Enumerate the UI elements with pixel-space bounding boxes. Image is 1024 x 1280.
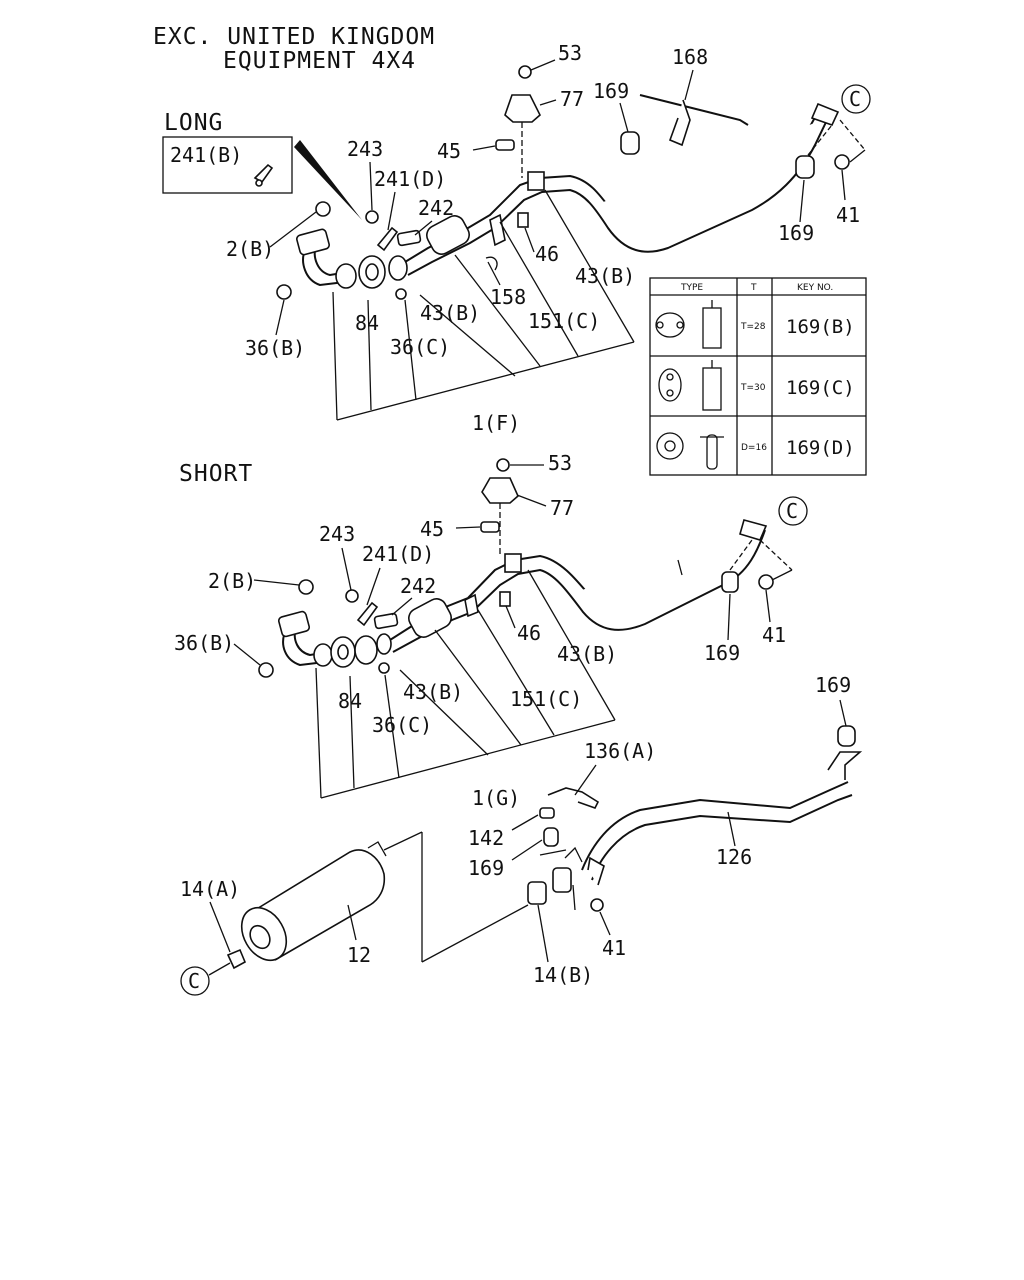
label-243-long: 243	[347, 137, 383, 161]
label-77-short: 77	[550, 496, 574, 520]
label-169-long-b: 169	[778, 221, 814, 245]
label-169-rear-a: 169	[815, 673, 851, 697]
rubber-type-c-icon	[658, 360, 722, 411]
short-main-pipe	[389, 519, 774, 653]
label-1f-long: 1(F)	[472, 411, 520, 435]
label-126-rear: 126	[716, 845, 752, 869]
label-77-long: 77	[560, 87, 584, 111]
label-84-short: 84	[338, 689, 362, 713]
table-row2-key: 169(C)	[786, 377, 855, 399]
inset-pointer-wedge	[294, 140, 362, 220]
label-243-short: 243	[319, 522, 355, 546]
label-2b-short: 2(B)	[208, 569, 256, 593]
inset-box-241b: 241(B)	[162, 136, 293, 194]
connector-c-short: C	[778, 496, 808, 526]
label-242-long: 242	[418, 196, 454, 220]
connector-c-long-letter: C	[849, 87, 861, 111]
header-line-1: EXC. UNITED KINGDOM	[153, 24, 435, 50]
label-43b-long-b: 43(B)	[575, 264, 635, 288]
label-36b-short: 36(B)	[174, 631, 234, 655]
label-41-rear: 41	[602, 936, 626, 960]
muffler-12	[226, 841, 387, 970]
label-41-short: 41	[762, 623, 786, 647]
label-46-short: 46	[517, 621, 541, 645]
label-1g-short: 1(G)	[472, 786, 520, 810]
table-header-type: TYPE	[680, 283, 703, 293]
section-short-title: SHORT	[179, 461, 253, 487]
inset-label: 241(B)	[170, 143, 242, 167]
label-12-rear: 12	[347, 943, 371, 967]
table-header-t: T	[750, 283, 757, 293]
table-row2-t: T=30	[740, 383, 766, 393]
label-2b-long: 2(B)	[226, 237, 274, 261]
label-142-rear: 142	[468, 826, 504, 850]
label-14a-rear: 14(A)	[180, 877, 240, 901]
label-43b-short-b: 43(B)	[557, 642, 617, 666]
table-row1-key: 169(B)	[786, 316, 855, 338]
label-242-short: 242	[400, 574, 436, 598]
section-long-title: LONG	[164, 110, 223, 136]
connector-c-rear: C	[180, 962, 231, 996]
connector-c-short-letter: C	[786, 499, 798, 523]
label-43b-short-a: 43(B)	[403, 680, 463, 704]
label-169-short: 169	[704, 641, 740, 665]
table-header-key: KEY NO.	[797, 283, 833, 293]
rubber-type-b-icon	[655, 300, 722, 349]
label-158-long: 158	[490, 285, 526, 309]
rear-tail-pipe	[527, 725, 863, 912]
label-151c-long: 151(C)	[528, 309, 600, 333]
label-53-short: 53	[548, 451, 572, 475]
label-36c-long: 36(C)	[390, 335, 450, 359]
rubber-type-d-icon	[656, 432, 724, 470]
label-46-long: 46	[535, 242, 559, 266]
header-line-2: EQUIPMENT 4X4	[223, 48, 416, 74]
long-main-pipe	[404, 102, 840, 276]
label-36b-long: 36(B)	[245, 336, 305, 360]
long-bracket-168	[620, 94, 850, 179]
label-14b-rear: 14(B)	[533, 963, 593, 987]
table-row3-key: 169(D)	[786, 437, 855, 459]
label-45-long: 45	[437, 139, 461, 163]
short-leader-lines	[315, 539, 793, 799]
connector-c-rear-letter: C	[188, 969, 200, 993]
label-151c-short: 151(C)	[510, 687, 582, 711]
short-hanger-bracket	[480, 458, 519, 607]
label-169-long-a: 169	[593, 79, 629, 103]
label-241d-long: 241(D)	[374, 167, 446, 191]
label-43b-long-a: 43(B)	[420, 301, 480, 325]
label-169-rear-b: 169	[468, 856, 504, 880]
label-84-long: 84	[355, 311, 379, 335]
long-leader-lines	[332, 119, 866, 421]
rubber-type-table: TYPE T KEY NO. T=28 T=30 D=16 169(B) 169…	[649, 277, 867, 476]
connector-c-long: C	[841, 84, 871, 114]
label-45-short: 45	[420, 517, 444, 541]
rear-leader-lines	[383, 831, 576, 963]
table-row1-t: T=28	[740, 322, 766, 332]
label-36c-short: 36(C)	[372, 713, 432, 737]
label-53-long: 53	[558, 41, 582, 65]
short-front-pipe	[258, 579, 399, 678]
label-241d-short: 241(D)	[362, 542, 434, 566]
table-row3-t: D=16	[741, 443, 767, 453]
long-front-pipe	[276, 201, 422, 300]
long-hanger-bracket	[495, 65, 541, 228]
label-41-long: 41	[836, 203, 860, 227]
label-168-long: 168	[672, 45, 708, 69]
label-136a-rear: 136(A)	[584, 739, 656, 763]
